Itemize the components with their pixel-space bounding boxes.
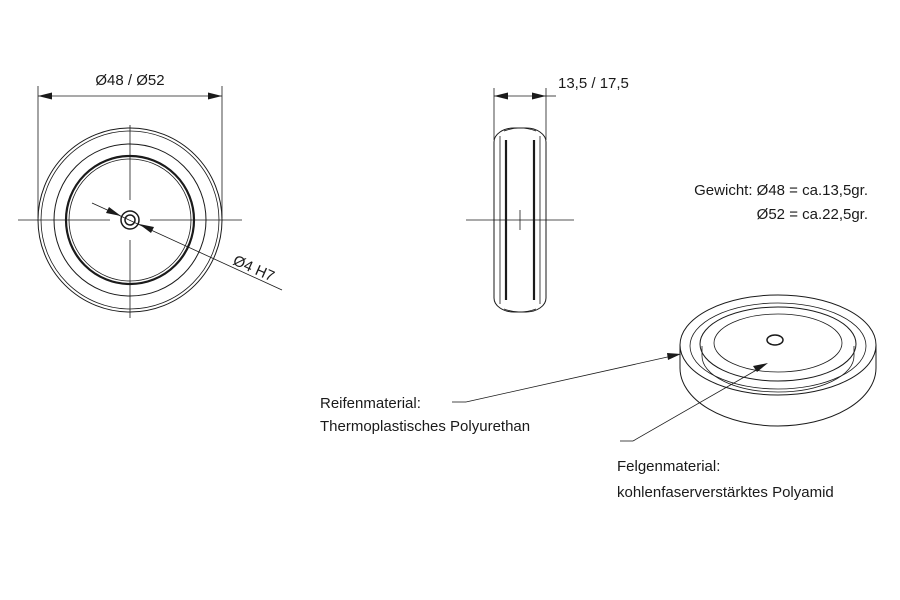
tire-top-outer (679, 294, 877, 396)
weight-block: Gewicht: Ø48 = ca.13,5gr. Ø52 = ca.22,5g… (694, 182, 868, 223)
rim-top (699, 306, 857, 382)
tire-side (679, 345, 877, 427)
bore-circle (120, 210, 140, 230)
rim-material-leader (632, 367, 761, 442)
rim-material-value: kohlenfaserverstärktes Polyamid (617, 484, 834, 501)
weight-line-2: Ø52 = ca.22,5gr. (757, 206, 868, 223)
iso-bore (766, 334, 784, 346)
weight-line-1: Gewicht: Ø48 = ca.13,5gr. (694, 182, 868, 199)
diameter-label: Ø48 / Ø52 (95, 72, 164, 89)
side-view: 13,5 / 17,5 (466, 75, 629, 313)
width-label: 13,5 / 17,5 (558, 75, 629, 92)
front-view: Ø48 / Ø52 Ø4 H7 (18, 72, 283, 318)
rim-inner (713, 313, 843, 373)
tire-material-value: Thermoplastisches Polyurethan (320, 418, 530, 435)
tire-material-leader (465, 355, 673, 403)
bore-leader-line (91, 202, 283, 291)
rim-material-title: Felgenmaterial: (617, 458, 720, 475)
bore-label: Ø4 H7 (230, 252, 277, 285)
rim-material-callout: Felgenmaterial: kohlenfaserverstärktes P… (617, 363, 834, 501)
isometric-view (679, 294, 877, 427)
tire-material-callout: Reifenmaterial: Thermoplastisches Polyur… (320, 353, 681, 435)
tire-material-title: Reifenmaterial: (320, 395, 421, 412)
